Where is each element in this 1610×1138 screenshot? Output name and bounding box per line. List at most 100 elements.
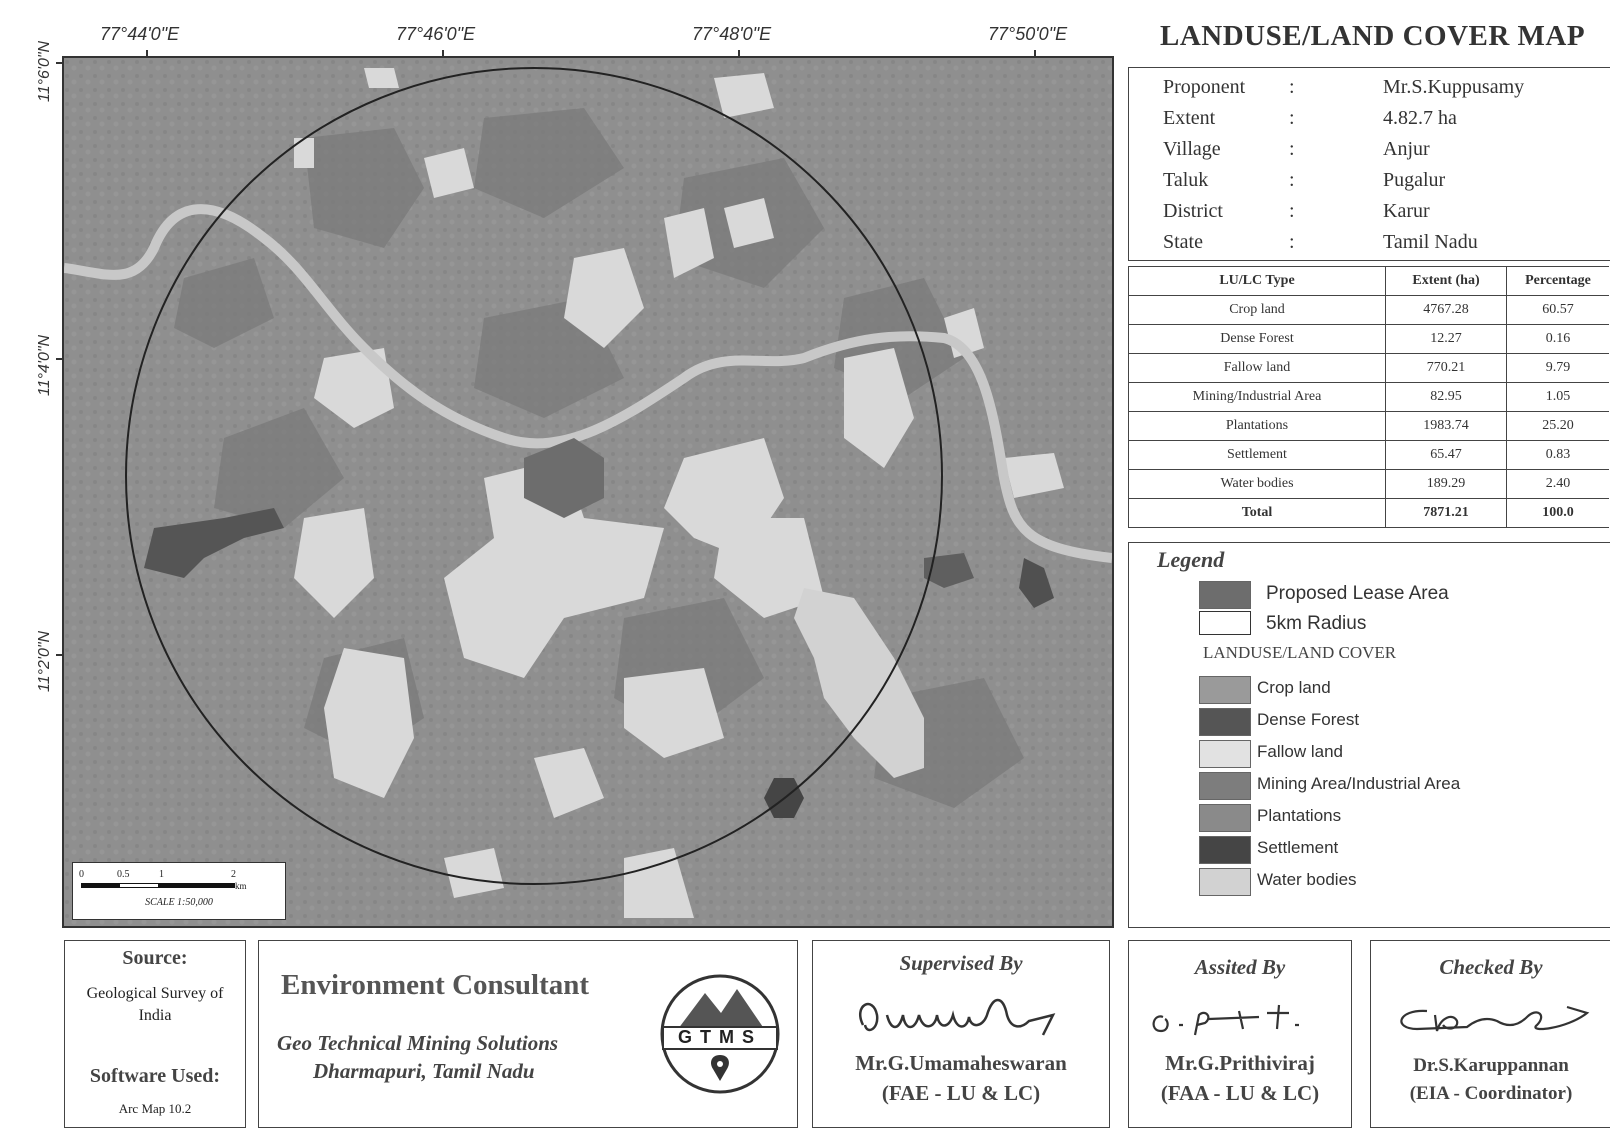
scale-segment (81, 883, 119, 888)
info-separator: : (1289, 231, 1295, 253)
legend-swatch (1199, 708, 1251, 736)
legend-swatch (1199, 868, 1251, 896)
software-title: Software Used: (89, 1065, 221, 1087)
signature-supervisor (859, 998, 1056, 1036)
table-cell: Total (1128, 498, 1386, 528)
table-cell: Mining/Industrial Area (1128, 382, 1386, 412)
table-header: Extent (ha) (1385, 266, 1507, 296)
legend-label: Water bodies (1257, 870, 1357, 889)
info-label: Village (1163, 138, 1221, 160)
settlement-patch (1019, 558, 1054, 608)
legend-label: 5km Radius (1266, 613, 1367, 634)
scale-text: SCALE 1:50,000 (145, 897, 213, 908)
map-title: LANDUSE/LAND COVER MAP (1160, 20, 1586, 52)
legend-label: Crop land (1257, 678, 1331, 697)
legend-title: Legend (1157, 547, 1225, 572)
info-label: Proponent (1163, 76, 1246, 98)
table-cell: 9.79 (1506, 353, 1609, 383)
scale-tick-label: 0.5 (117, 869, 130, 880)
info-value: Pugalur (1383, 169, 1446, 191)
graticule-tick (56, 654, 64, 656)
scale-unit: km (235, 881, 247, 891)
graticule-tick (146, 50, 148, 58)
settlement-patch (924, 553, 974, 588)
assisted-name: Mr.G.Prithiviraj (1165, 1051, 1315, 1075)
scale-bar: 0 0.5 1 2 km SCALE 1:50,000 (72, 862, 286, 920)
info-value: 4.82.7 ha (1383, 107, 1457, 129)
consultant-box: Environment Consultant Geo Technical Min… (258, 940, 798, 1128)
info-separator: : (1289, 107, 1295, 129)
water-body-region (794, 588, 924, 778)
longitude-label: 77°50'0"E (988, 24, 1068, 44)
assisted-title: Assited By (1194, 955, 1286, 979)
supervised-title: Supervised By (899, 951, 1023, 975)
info-separator: : (1289, 76, 1295, 98)
checked-name: Dr.S.Karuppannan (1413, 1055, 1569, 1076)
consultant-line2: Dharmapuri, Tamil Nadu (313, 1059, 535, 1083)
table-cell: Plantations (1128, 411, 1386, 441)
scale-tick-label: 2 (231, 869, 236, 880)
latitude-label: 11°2'0"N (36, 630, 53, 692)
table-cell: 189.29 (1385, 469, 1507, 499)
legend-swatch (1199, 772, 1251, 800)
table-cell: Crop land (1128, 295, 1386, 325)
longitude-label: 77°44'0"E (100, 24, 180, 44)
graticule-tick (56, 62, 64, 64)
info-label: Extent (1163, 107, 1216, 129)
legend-label: Fallow land (1257, 742, 1343, 761)
table-cell: 2.40 (1506, 469, 1609, 499)
gtms-logo: GTMS (655, 971, 785, 1097)
scale-segment (159, 883, 235, 888)
table-cell: 65.47 (1385, 440, 1507, 470)
table-cell: Settlement (1128, 440, 1386, 470)
info-separator: : (1289, 169, 1295, 191)
table-cell: 4767.28 (1385, 295, 1507, 325)
source-title: Source: (122, 947, 188, 969)
checked-title: Checked By (1439, 955, 1543, 979)
table-header: LU/LC Type (1128, 266, 1386, 296)
longitude-label: 77°48'0"E (692, 24, 772, 44)
supervised-role: (FAE - LU & LC) (881, 1081, 1041, 1105)
legend-swatch (1199, 676, 1251, 704)
consultant-title: Environment Consultant (281, 969, 590, 1001)
supervised-name: Mr.G.Umamaheswaran (855, 1051, 1067, 1075)
consultant-line1: Geo Technical Mining Solutions (277, 1031, 559, 1055)
latitude-label: 11°6'0"N (36, 40, 53, 102)
legend-label: Dense Forest (1257, 710, 1360, 729)
legend-label: Settlement (1257, 838, 1339, 857)
legend-label: Mining Area/Industrial Area (1257, 774, 1461, 793)
signature-assistant (1152, 1004, 1299, 1036)
graticule-tick (1034, 50, 1036, 58)
table-cell: 770.21 (1385, 353, 1507, 383)
table-header-row: LU/LC Type Extent (ha) Percentage (1128, 266, 1609, 296)
checked-role: (EIA - Coordinator) (1409, 1083, 1573, 1104)
table-cell: 25.20 (1506, 411, 1609, 441)
info-separator: : (1289, 138, 1295, 160)
fallow-land-patches (294, 68, 1064, 918)
table-cell: Fallow land (1128, 353, 1386, 383)
info-label: District (1163, 200, 1223, 222)
scale-tick-label: 0 (79, 869, 84, 880)
lulc-table: LU/LC Type Extent (ha) Percentage Crop l… (1128, 266, 1609, 528)
table-cell: 100.0 (1506, 498, 1609, 528)
legend-swatch (1199, 740, 1251, 768)
table-cell: Water bodies (1128, 469, 1386, 499)
scale-tick-label: 1 (159, 869, 164, 880)
table-cell: 7871.21 (1385, 498, 1507, 528)
table-cell: 82.95 (1385, 382, 1507, 412)
longitude-label: 77°46'0"E (396, 24, 476, 44)
assisted-box: Assited By Mr.G.Prithiviraj (FAA - LU & … (1128, 940, 1352, 1128)
dense-forest-patch (144, 508, 284, 578)
legend-label: Proposed Lease Area (1266, 583, 1449, 604)
project-info-box: Proponent : Mr.S.Kuppusamy Extent : 4.82… (1128, 67, 1610, 261)
proposed-lease-area (524, 438, 604, 518)
5km-radius-circle (125, 67, 943, 885)
legend-section-title: LANDUSE/LAND COVER (1203, 643, 1397, 662)
legend-swatch (1199, 611, 1251, 635)
map-frame[interactable]: 0 0.5 1 2 km SCALE 1:50,000 (62, 56, 1114, 928)
info-value: Mr.S.Kuppusamy (1383, 76, 1525, 98)
